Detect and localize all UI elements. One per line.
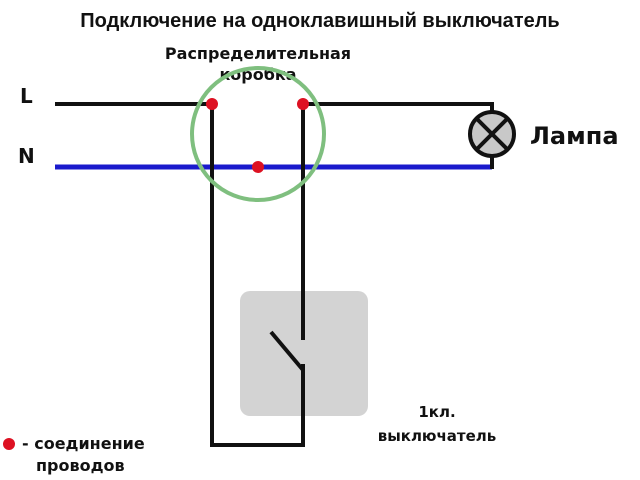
- legend-connection-dot-icon: [3, 438, 15, 450]
- lamp-cross-circle-icon: [468, 110, 516, 158]
- legend-label-line2: проводов: [36, 456, 125, 475]
- connection-dot-neutral: [252, 161, 264, 173]
- lamp-label: Лампа: [530, 122, 619, 150]
- switch-label-line2: выключатель: [378, 427, 497, 445]
- legend-label-line1: - соединение: [22, 434, 145, 453]
- diagram-title: Подключение на одноклавишный выключатель: [80, 10, 559, 32]
- neutral-line-label: N: [18, 144, 35, 168]
- switch-plate: [240, 291, 368, 416]
- connection-dot-switched: [297, 98, 309, 110]
- phase-line-label: L: [20, 84, 33, 108]
- junction-box: [190, 66, 326, 202]
- connection-dot-phase: [206, 98, 218, 110]
- junction-box-label-line1: Распределительная: [165, 44, 351, 63]
- single-pole-switch-icon: [269, 330, 305, 372]
- switch-label-line1: 1кл.: [418, 403, 455, 421]
- switch-wire-loop: [210, 104, 305, 447]
